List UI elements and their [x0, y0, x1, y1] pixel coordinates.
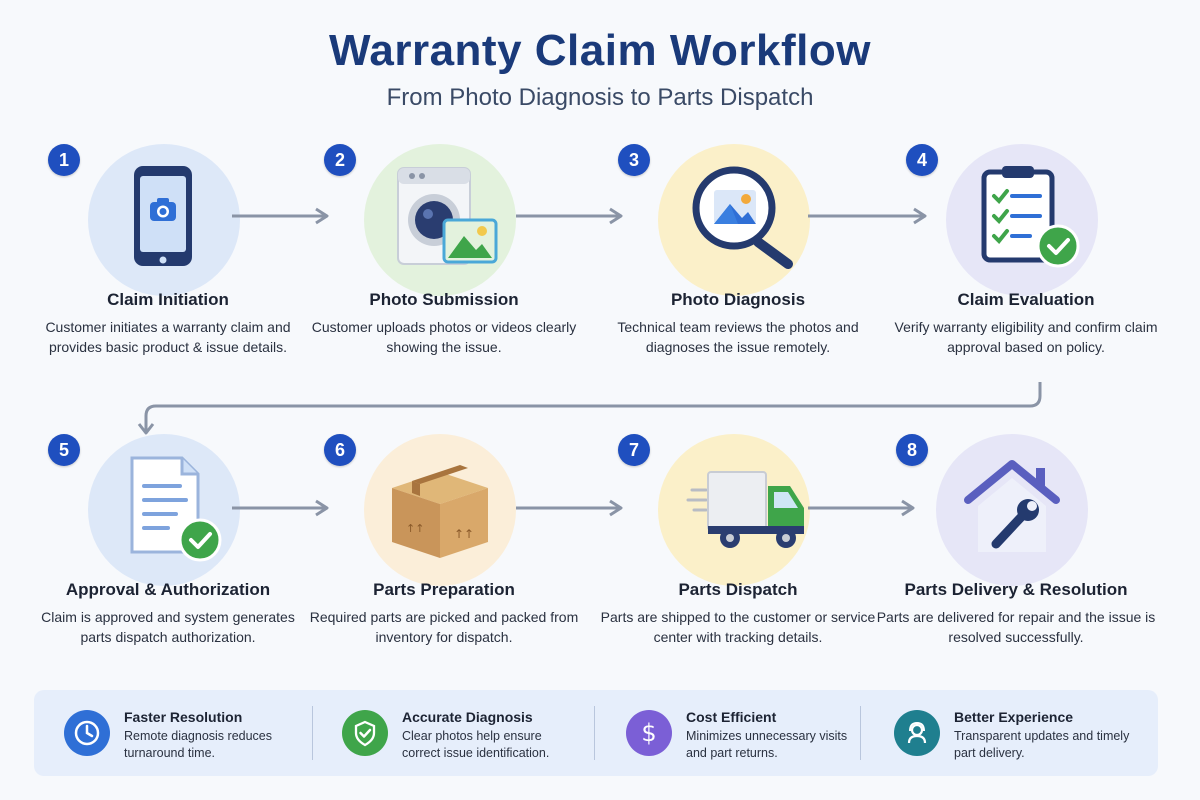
- step-icon-circle: [88, 434, 240, 586]
- benefit-description: Transparent updates and timely part deli…: [954, 729, 1130, 760]
- benefit-divider: [594, 706, 595, 760]
- step-icon-circle: [658, 144, 810, 296]
- magnifier-image-icon: [692, 166, 793, 269]
- step-number-badge: 4: [906, 144, 938, 176]
- svg-text:↑↑: ↑↑: [406, 522, 424, 535]
- step-description: Parts are delivered for repair and the i…: [876, 609, 1156, 645]
- step-number-badge: 6: [324, 434, 356, 466]
- step-title: Parts Preparation: [373, 580, 515, 599]
- benefit-divider: [860, 706, 861, 760]
- benefit-title: Cost Efficient: [686, 709, 777, 725]
- benefit-faster-resolution: Faster Resolution Remote diagnosis reduc…: [34, 690, 304, 776]
- page-subtitle: From Photo Diagnosis to Parts Dispatch: [386, 84, 814, 111]
- smartphone-camera-icon: [134, 166, 192, 266]
- step-title: Parts Delivery & Resolution: [904, 580, 1128, 599]
- benefit-description: Remote diagnosis reduces turnaround time…: [124, 729, 272, 760]
- step-title: Claim Initiation: [107, 290, 229, 309]
- step-number-badge: 2: [324, 144, 356, 176]
- benefit-better-experience: Better Experience Transparent updates an…: [864, 690, 1134, 776]
- benefit-cost-efficient: $ Cost Efficient Minimizes unnecessary v…: [596, 690, 866, 776]
- step-number-badge: 7: [618, 434, 650, 466]
- flow-arrow: [808, 499, 915, 517]
- shield-check-icon: [342, 710, 388, 756]
- step-icon-circle: ↑↑ ↑↑: [364, 434, 516, 586]
- benefit-title: Better Experience: [954, 709, 1074, 725]
- step-title: Approval & Authorization: [65, 580, 271, 599]
- step-icon-circle: [936, 434, 1088, 586]
- benefit-divider: [312, 706, 313, 760]
- svg-text:↑↑: ↑↑: [454, 527, 474, 541]
- clipboard-check-icon: [981, 166, 1080, 268]
- step-number-badge: 8: [896, 434, 928, 466]
- washing-machine-photo-icon: [397, 167, 498, 265]
- benefit-title: Accurate Diagnosis: [402, 709, 533, 725]
- step-title: Parts Dispatch: [678, 580, 798, 599]
- step-description: Customer uploads photos or videos clearl…: [311, 319, 577, 355]
- benefit-description: Clear photos help ensure correct issue i…: [402, 729, 550, 760]
- package-box-icon: ↑↑ ↑↑: [392, 465, 488, 558]
- step-icon-circle: [946, 144, 1098, 296]
- document-check-icon: [130, 456, 222, 562]
- step-number-badge: 3: [618, 144, 650, 176]
- support-agent-icon: [894, 710, 940, 756]
- flow-arrow: [516, 499, 623, 517]
- flow-arrow: [808, 207, 927, 225]
- step-number-badge: 5: [48, 434, 80, 466]
- flow-arrow: [232, 207, 329, 225]
- step-title: Claim Evaluation: [957, 290, 1095, 309]
- flow-arrow: [232, 499, 329, 517]
- step-description: Parts are shipped to the customer or ser…: [600, 609, 876, 645]
- step-title: Photo Diagnosis: [670, 290, 806, 309]
- step-title: Photo Submission: [369, 290, 519, 309]
- dollar-icon: $: [626, 710, 672, 756]
- benefits-bar: Faster Resolution Remote diagnosis reduc…: [34, 690, 1158, 776]
- step-description: Verify warranty eligibility and confirm …: [894, 319, 1158, 355]
- flow-arrow: [516, 207, 623, 225]
- step-description: Technical team reviews the photos and di…: [617, 319, 859, 355]
- benefit-title: Faster Resolution: [124, 709, 243, 725]
- page-title: Warranty Claim Workflow: [328, 26, 872, 75]
- step-description: Customer initiates a warranty claim and …: [45, 319, 291, 355]
- step-description: Required parts are picked and packed fro…: [309, 609, 579, 645]
- house-wrench-icon: [964, 460, 1060, 552]
- step-icon-circle: [88, 144, 240, 296]
- step-description: Claim is approved and system generates p…: [41, 609, 295, 645]
- benefit-accurate-diagnosis: Accurate Diagnosis Clear photos help ens…: [312, 690, 582, 776]
- delivery-truck-icon: [686, 471, 804, 548]
- benefit-description: Minimizes unnecessary visits and part re…: [686, 729, 848, 760]
- step-icon-circle: [364, 144, 516, 296]
- clock-icon: [64, 710, 110, 756]
- step-number-badge: 1: [48, 144, 80, 176]
- row-connector-arrow: [137, 382, 1042, 435]
- step-icon-circle: [658, 434, 810, 586]
- svg-text:$: $: [641, 719, 656, 747]
